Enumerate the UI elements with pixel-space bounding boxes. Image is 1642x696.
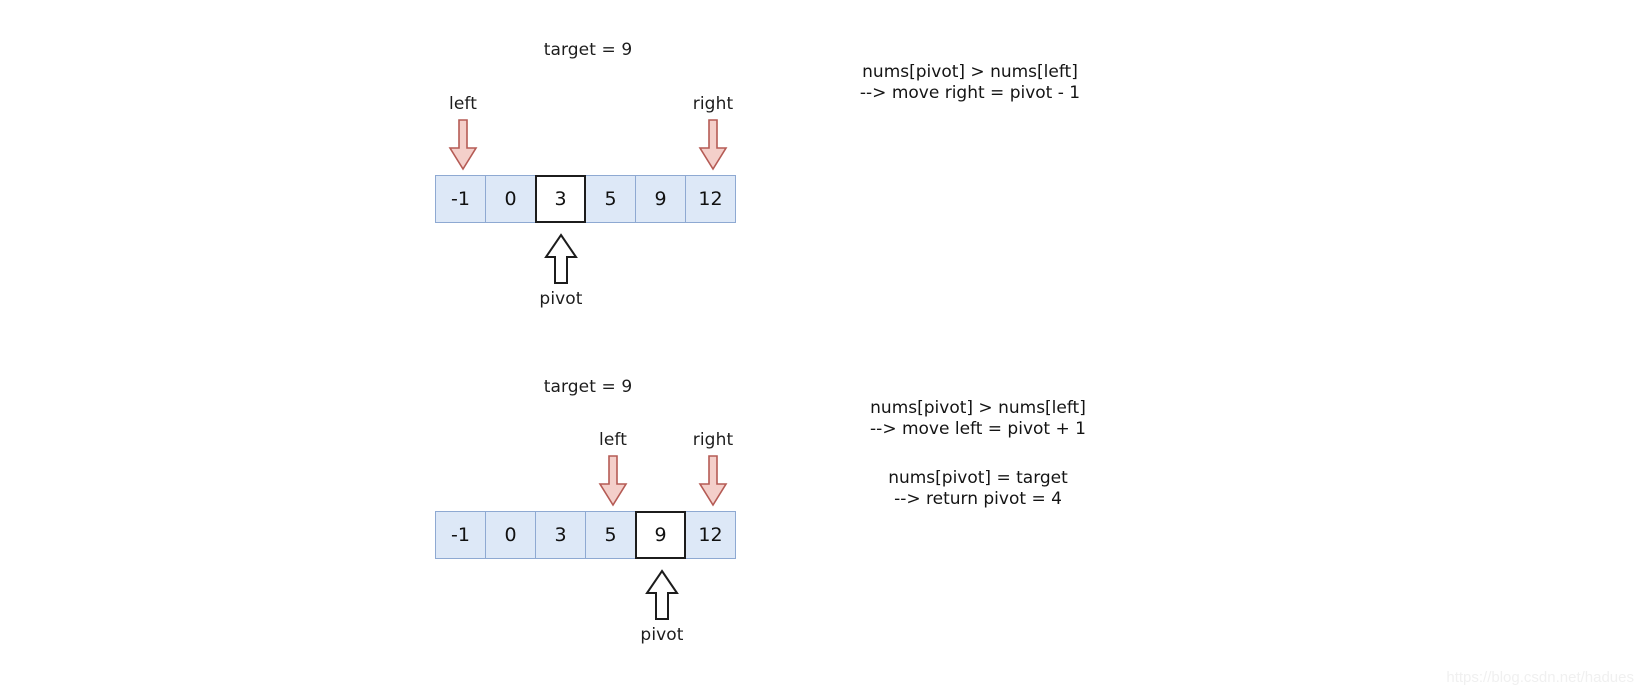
step-1-cell-0: -1 xyxy=(435,175,486,223)
step-1-target-label: target = 9 xyxy=(543,40,633,60)
step-2-left-label: left xyxy=(599,430,627,450)
step-1-pivot-arrow-icon xyxy=(544,233,578,285)
step-1-cell-3: 5 xyxy=(585,175,636,223)
step-2-pivot-label: pivot xyxy=(640,625,684,645)
step-2-annotation-1: nums[pivot] > nums[left] --> move left =… xyxy=(870,398,1086,439)
step-2-right-pointer-arrow-icon xyxy=(698,455,728,507)
step-1-pivot-label: pivot xyxy=(539,289,583,309)
step-1-right-pointer-arrow-icon xyxy=(698,119,728,171)
step-2-cell-3: 5 xyxy=(585,511,636,559)
watermark-text: https://blog.csdn.net/hadues xyxy=(1446,669,1634,686)
step-1-cell-1: 0 xyxy=(485,175,536,223)
step-1-left-pointer-arrow-icon xyxy=(448,119,478,171)
step-2-array: -1 0 3 5 9 12 xyxy=(435,511,736,559)
step-2-right-label: right xyxy=(692,430,734,450)
step-2-annotation-2: nums[pivot] = target --> return pivot = … xyxy=(888,468,1068,509)
step-2-pivot-arrow-icon xyxy=(645,569,679,621)
step-2-cell-2: 3 xyxy=(535,511,586,559)
step-2-cell-0: -1 xyxy=(435,511,486,559)
step-2-target-label: target = 9 xyxy=(543,377,633,397)
step-2-cell-4-pivot: 9 xyxy=(635,511,686,559)
step-1-annotation-1: nums[pivot] > nums[left] --> move right … xyxy=(859,62,1081,103)
step-1-right-label: right xyxy=(692,94,734,114)
step-2-cell-1: 0 xyxy=(485,511,536,559)
step-1-array: -1 0 3 5 9 12 xyxy=(435,175,736,223)
step-1-left-label: left xyxy=(449,94,477,114)
step-1-cell-2-pivot: 3 xyxy=(535,175,586,223)
step-2-cell-5: 12 xyxy=(685,511,736,559)
step-1-cell-5: 12 xyxy=(685,175,736,223)
step-2-left-pointer-arrow-icon xyxy=(598,455,628,507)
step-1-cell-4: 9 xyxy=(635,175,686,223)
